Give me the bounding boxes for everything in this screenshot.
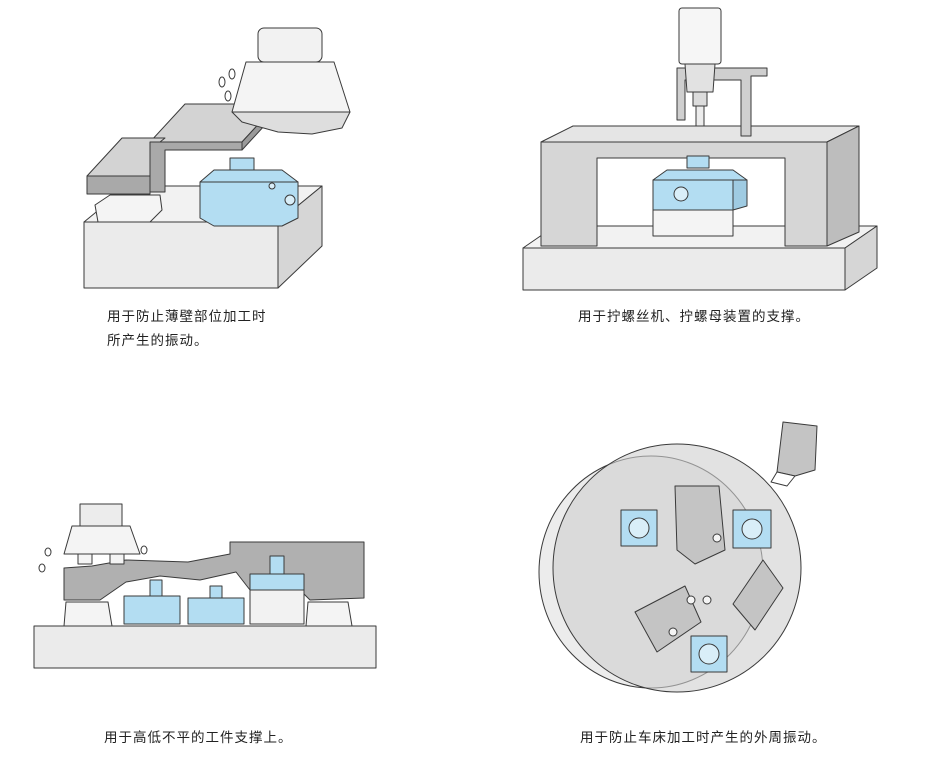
- cutter-body: [231, 61, 351, 113]
- left-support: [63, 601, 113, 627]
- support-body: [652, 179, 734, 211]
- caption-screw-machine: 用于拧螺丝机、拧螺母装置的支撑。: [578, 305, 810, 329]
- caption-line: 用于防止车床加工时产生的外周振动。: [580, 730, 827, 746]
- cutter-body: [63, 525, 141, 555]
- bracket: [676, 67, 768, 137]
- caption-line: 用于拧螺丝机、拧螺母装置的支撑。: [578, 309, 810, 325]
- support-base: [652, 209, 734, 237]
- caption-line: 用于防止薄壁部位加工时: [107, 309, 267, 325]
- panel-thin-wall: 用于防止薄壁部位加工时 所产生的振动。: [0, 0, 465, 380]
- base-plate-front: [522, 247, 846, 291]
- screw-machine-illustration: [522, 7, 878, 291]
- screw-bit: [695, 105, 705, 127]
- lathe-illustration: [538, 421, 818, 693]
- caption-line: 用于高低不平的工件支撑上。: [104, 730, 293, 746]
- cutter-spindle: [79, 503, 123, 527]
- lathe-tool: [776, 421, 818, 477]
- support-cap: [686, 155, 710, 169]
- right-support: [305, 601, 353, 627]
- spindle-top: [257, 27, 323, 63]
- support-port: [284, 194, 296, 206]
- frame-top: [540, 125, 860, 143]
- jaw-right: [732, 559, 784, 631]
- caption-uneven-workpiece: 用于高低不平的工件支撑上。: [104, 726, 293, 750]
- panel-uneven-workpiece: 用于高低不平的工件支撑上。: [0, 390, 465, 782]
- base: [33, 625, 377, 669]
- cutter-teeth: [231, 111, 351, 135]
- support-1: [123, 595, 181, 625]
- base-front: [83, 221, 279, 289]
- motor: [678, 7, 722, 65]
- workpiece-front-lower: [86, 175, 151, 195]
- support-block: [94, 194, 163, 223]
- jaw-left: [634, 585, 702, 653]
- thin-wall-illustration: [83, 27, 351, 289]
- caption-thin-wall: 用于防止薄壁部位加工时 所产生的振动。: [107, 305, 267, 353]
- support-body: [199, 181, 299, 227]
- jaw-top: [674, 485, 726, 565]
- caption-lathe: 用于防止车床加工时产生的外周振动。: [580, 726, 827, 750]
- frame-side: [826, 125, 860, 247]
- base-plate-side: [844, 225, 878, 291]
- support-2: [187, 597, 245, 625]
- chuck-front: [552, 443, 802, 693]
- uneven-workpiece-illustration: [33, 503, 377, 669]
- spindle: [684, 63, 716, 93]
- base-side: [277, 185, 323, 289]
- panel-lathe: 用于防止车床加工时产生的外周振动。: [465, 390, 930, 782]
- support-stem: [229, 157, 255, 171]
- caption-line: 所产生的振动。: [107, 333, 209, 349]
- panel-screw-machine: 用于拧螺丝机、拧螺母装置的支撑。: [465, 0, 930, 380]
- support-port: [673, 186, 689, 202]
